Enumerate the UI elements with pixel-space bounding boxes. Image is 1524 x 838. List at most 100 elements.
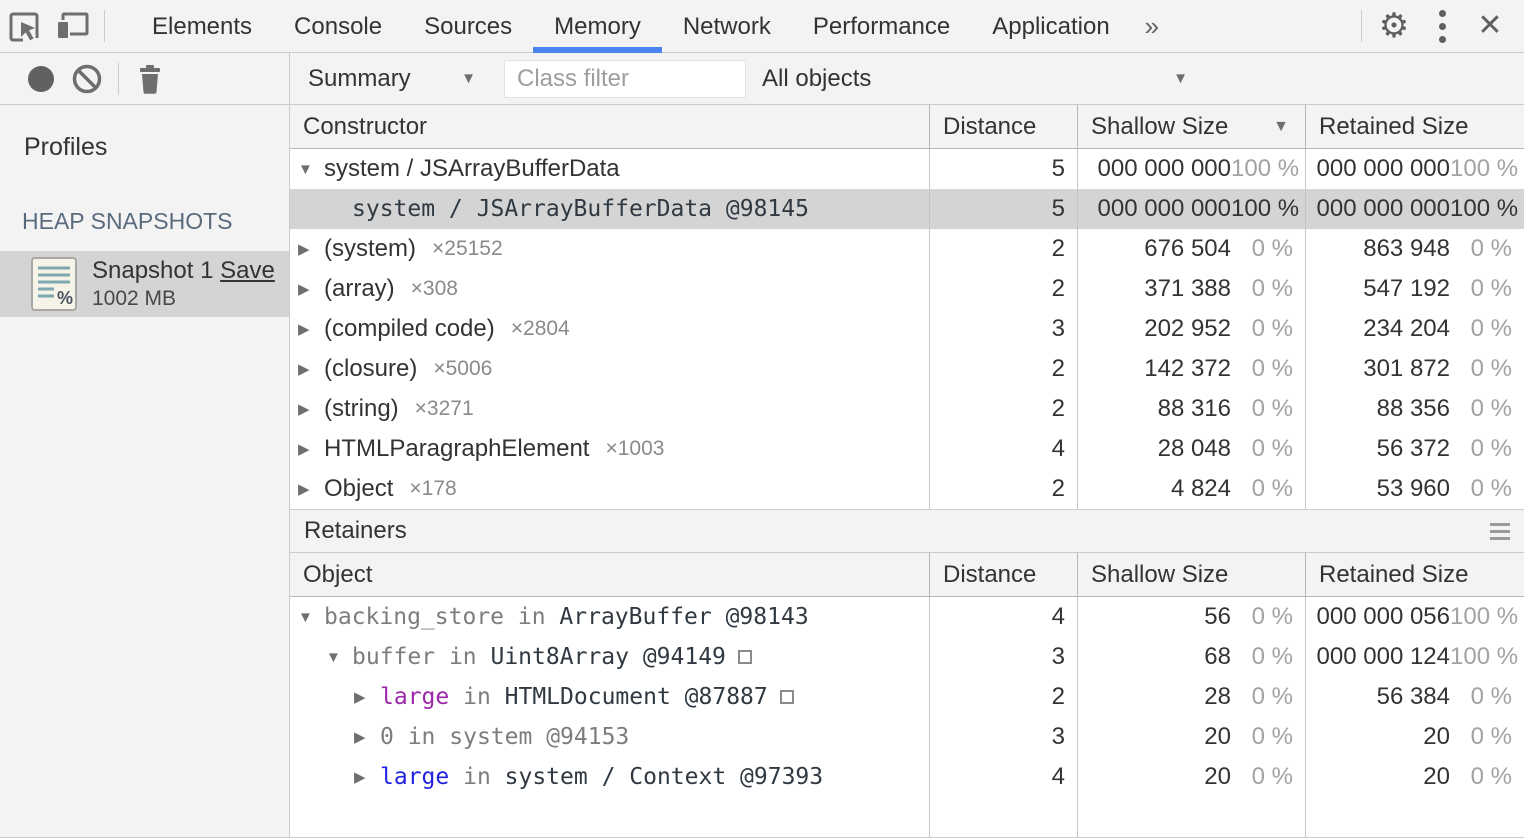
expand-icon[interactable]: ▶ (298, 281, 310, 298)
retainers-menu-icon[interactable] (1490, 522, 1510, 540)
reveal-object-icon[interactable] (737, 650, 752, 664)
column-header-distance[interactable]: Distance (930, 105, 1078, 148)
snapshot-name: Snapshot 1 (92, 257, 214, 284)
tab-console[interactable]: Console (294, 12, 383, 40)
class-filter-input[interactable] (504, 59, 746, 98)
collapse-icon[interactable]: ▼ (326, 648, 341, 666)
svg-text:%: % (57, 288, 73, 308)
retainer-name: backing_store in ArrayBuffer @98143 (324, 604, 809, 630)
column-label: Shallow Size (1091, 560, 1229, 588)
column-header-shallow-size[interactable]: Shallow Size (1078, 553, 1306, 596)
column-header-shallow-size[interactable]: Shallow Size ▼ (1078, 105, 1306, 148)
record-icon (28, 65, 54, 92)
size-value: 301 872 (1363, 355, 1450, 382)
inspect-element-icon[interactable] (0, 0, 48, 53)
column-header-distance[interactable]: Distance (930, 553, 1078, 596)
expand-icon[interactable]: ▶ (354, 689, 366, 706)
size-percent: 100 % (1450, 195, 1519, 222)
size-value: 371 388 (1144, 275, 1231, 302)
reveal-object-icon[interactable] (779, 690, 794, 704)
tab-elements[interactable]: Elements (152, 12, 253, 40)
size-percent: 0 % (1251, 475, 1293, 502)
size-percent: 0 % (1470, 683, 1512, 710)
collapse-icon[interactable]: ▼ (298, 608, 313, 626)
object-id: @94149 (642, 644, 726, 670)
in-keyword: in (449, 764, 505, 790)
size-value: 000 000 056 (1316, 603, 1450, 630)
column-header-retained-size[interactable]: Retained Size (1306, 553, 1524, 596)
column-header-retained-size[interactable]: Retained Size (1306, 105, 1524, 148)
expand-icon[interactable]: ▶ (354, 729, 366, 746)
size-percent: 100 % (1231, 155, 1300, 182)
settings-gear-icon[interactable]: ⚙ (1370, 0, 1418, 53)
snapshot-save-link[interactable]: Save (220, 257, 275, 284)
tab-network[interactable]: Network (682, 12, 771, 40)
tab-application[interactable]: Application (992, 12, 1110, 40)
column-label: Retained Size (1319, 112, 1469, 140)
expand-icon[interactable]: ▶ (298, 481, 310, 498)
perspective-select[interactable]: Summary ▼ (308, 65, 476, 93)
constructor-name: system / JSArrayBufferData (324, 155, 620, 182)
column-header-constructor[interactable]: Constructor (290, 105, 930, 148)
record-heap-button[interactable] (18, 52, 64, 105)
size-percent: 100 % (1450, 643, 1519, 670)
expand-icon[interactable]: ▶ (298, 241, 310, 258)
column-label: Object (303, 560, 373, 588)
tab-performance[interactable]: Performance (812, 12, 951, 40)
collapse-icon[interactable]: ▼ (298, 160, 313, 178)
size-percent: 0 % (1251, 275, 1293, 302)
column-header-object[interactable]: Object (290, 553, 930, 596)
expand-icon[interactable]: ▶ (298, 441, 310, 458)
tab-sources[interactable]: Sources (424, 12, 513, 40)
retainer-property: large (380, 684, 450, 710)
expand-icon[interactable]: ▶ (298, 321, 310, 338)
clear-profiles-button[interactable] (64, 52, 110, 105)
expand-icon[interactable]: ▶ (298, 401, 310, 418)
delete-snapshot-button[interactable] (127, 52, 173, 105)
expand-icon[interactable]: ▶ (298, 361, 310, 378)
tab-memory[interactable]: Memory (533, 0, 662, 53)
instance-count: ×3271 (414, 397, 474, 420)
more-tabs-button[interactable]: » (1144, 10, 1160, 41)
more-options-icon[interactable] (1418, 0, 1466, 53)
in-keyword: in (435, 644, 491, 670)
distance-cell: 2 (930, 389, 1078, 429)
size-percent: 0 % (1251, 643, 1293, 670)
close-devtools-icon[interactable]: ✕ (1466, 0, 1514, 53)
size-percent: 0 % (1251, 723, 1293, 750)
expand-icon[interactable]: ▶ (354, 769, 366, 786)
objects-filter-select[interactable]: All objects ▼ (762, 65, 1192, 93)
size-value: 56 (1204, 603, 1231, 630)
distance-value: 3 (1051, 315, 1065, 342)
constructor-cell: ▶(compiled code)×2804 (290, 309, 930, 349)
size-percent: 0 % (1251, 395, 1293, 422)
snapshot-item[interactable]: % Snapshot 1 Save 1002 MB (0, 251, 289, 317)
distance-cell: 4 (930, 757, 1078, 797)
gear-icon: ⚙ (1378, 7, 1410, 45)
size-value: 20 (1423, 763, 1450, 790)
device-toolbar-icon[interactable] (48, 0, 96, 53)
size-value: 68 (1204, 643, 1231, 670)
